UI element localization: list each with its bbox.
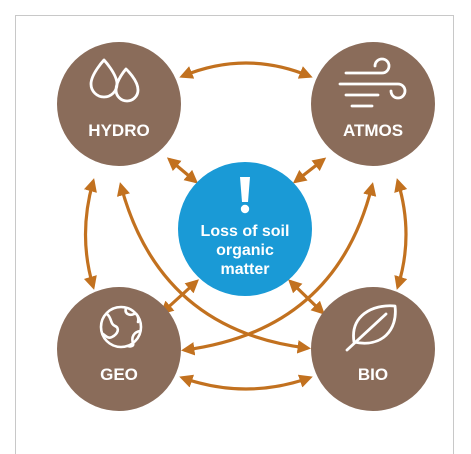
arrow-geo-center (160, 279, 199, 315)
water-drops-icon (89, 58, 140, 103)
node-atmos-label: ATMOS (343, 121, 403, 140)
arrow-hydro-geo (83, 178, 97, 290)
center-node: Loss of soil organic matter (178, 162, 312, 296)
arrow-atmos-bio (394, 178, 408, 290)
node-hydro: HYDRO (57, 42, 181, 166)
leaf-icon (345, 304, 397, 352)
center-label-line-2: organic (216, 242, 274, 259)
center-label-line-3: matter (221, 261, 270, 278)
globe-icon (99, 305, 143, 349)
arrow-atmos-center (292, 157, 327, 184)
node-bio: BIO (311, 287, 435, 411)
arrow-hydro-center (166, 157, 199, 184)
center-label-line-1: Loss of soil (201, 223, 290, 240)
wind-icon (338, 57, 407, 108)
node-atmos: ATMOS (311, 42, 435, 166)
node-geo-label: GEO (100, 365, 138, 384)
node-geo: GEO (57, 287, 181, 411)
arrow-bio-center (288, 279, 325, 315)
node-bio-label: BIO (358, 365, 388, 384)
exclamation-icon (240, 177, 250, 214)
node-hydro-label: HYDRO (88, 121, 149, 140)
arrow-hydro-atmos (179, 61, 313, 79)
arrow-geo-bio (179, 374, 313, 391)
